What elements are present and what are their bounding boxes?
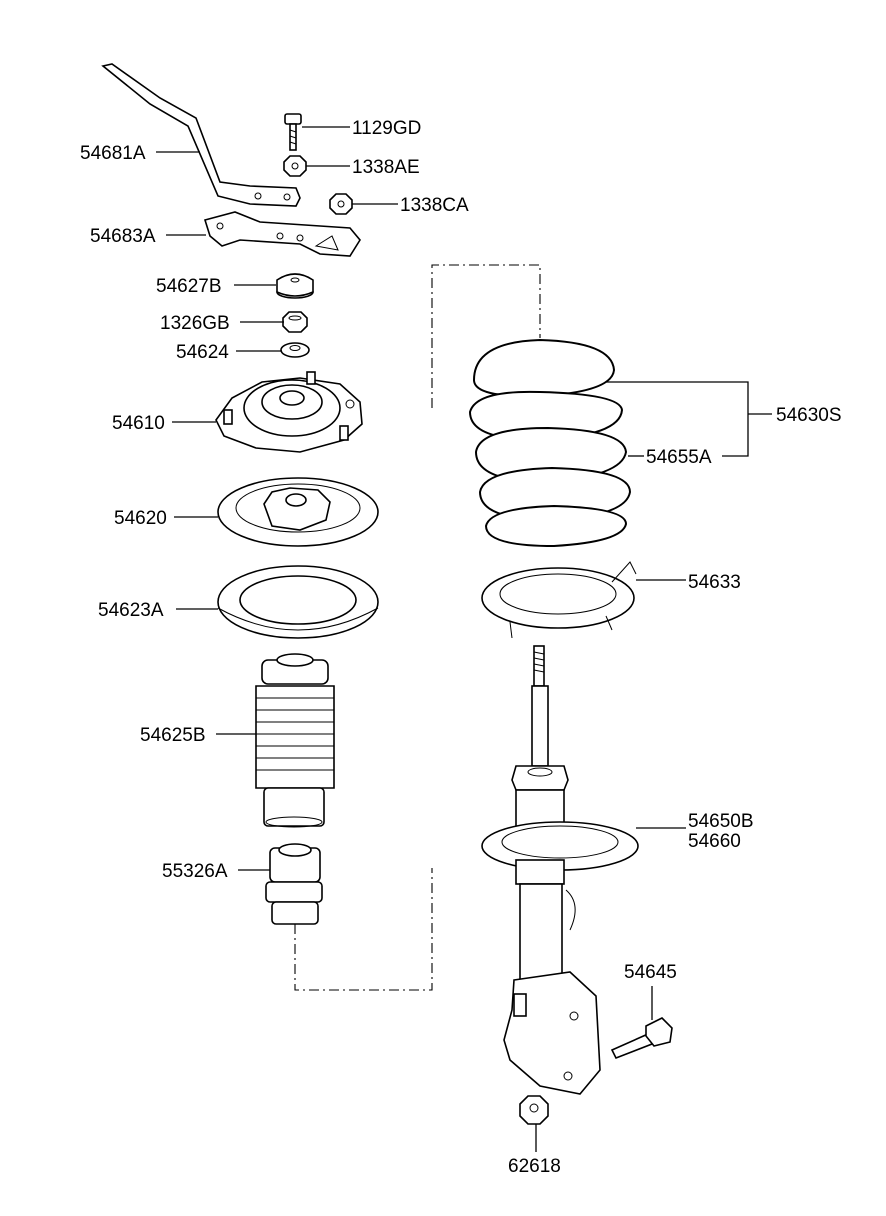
bump-stopper-part [265,843,323,925]
alignment-line-upper [431,264,541,408]
label-54624: 54624 [176,342,229,363]
label-54660: 54660 [688,831,741,852]
label-55326a: 55326A [162,861,228,882]
label-62618: 62618 [508,1156,561,1177]
label-54623a: 54623A [98,600,164,621]
label-54627b: 54627B [156,276,222,297]
label-54625b: 54625B [140,725,206,746]
nut-1326gb-part [282,311,308,333]
label-54650b: 54650B [688,811,754,832]
bracket-part [203,211,361,257]
bearing-plate-part [217,477,379,547]
leader-lines [156,126,772,1152]
stabilizer-link-part [101,63,301,207]
nut-62618-part [519,1095,549,1125]
label-1129gd: 1129GD [352,118,421,139]
label-1338ae: 1338AE [352,157,420,178]
label-54681a: 54681A [80,143,146,164]
bolt-54645-part [610,1017,673,1060]
washer-part [280,342,310,358]
label-54633: 54633 [688,572,741,593]
label-54683a: 54683A [90,226,156,247]
dust-cap-part [276,273,314,299]
label-1326gb: 1326GB [160,313,230,334]
dust-cover-part [255,653,335,828]
label-54610: 54610 [112,413,165,434]
strut-assembly-part [481,645,639,1095]
nut-1338ae-part [283,155,307,177]
label-54630s: 54630S [776,405,842,426]
label-1338ca: 1338CA [400,195,469,216]
label-54620: 54620 [114,508,167,529]
coil-spring-part [468,338,632,548]
label-54645: 54645 [624,962,677,983]
strut-mount-part [215,371,363,453]
nut-1338ca-part [329,193,353,215]
alignment-line-lower [294,868,433,991]
bearing-part [217,565,379,639]
spring-pad-part [481,561,637,639]
label-54655a: 54655A [646,447,712,468]
bolt-1129gd-part [284,113,302,151]
